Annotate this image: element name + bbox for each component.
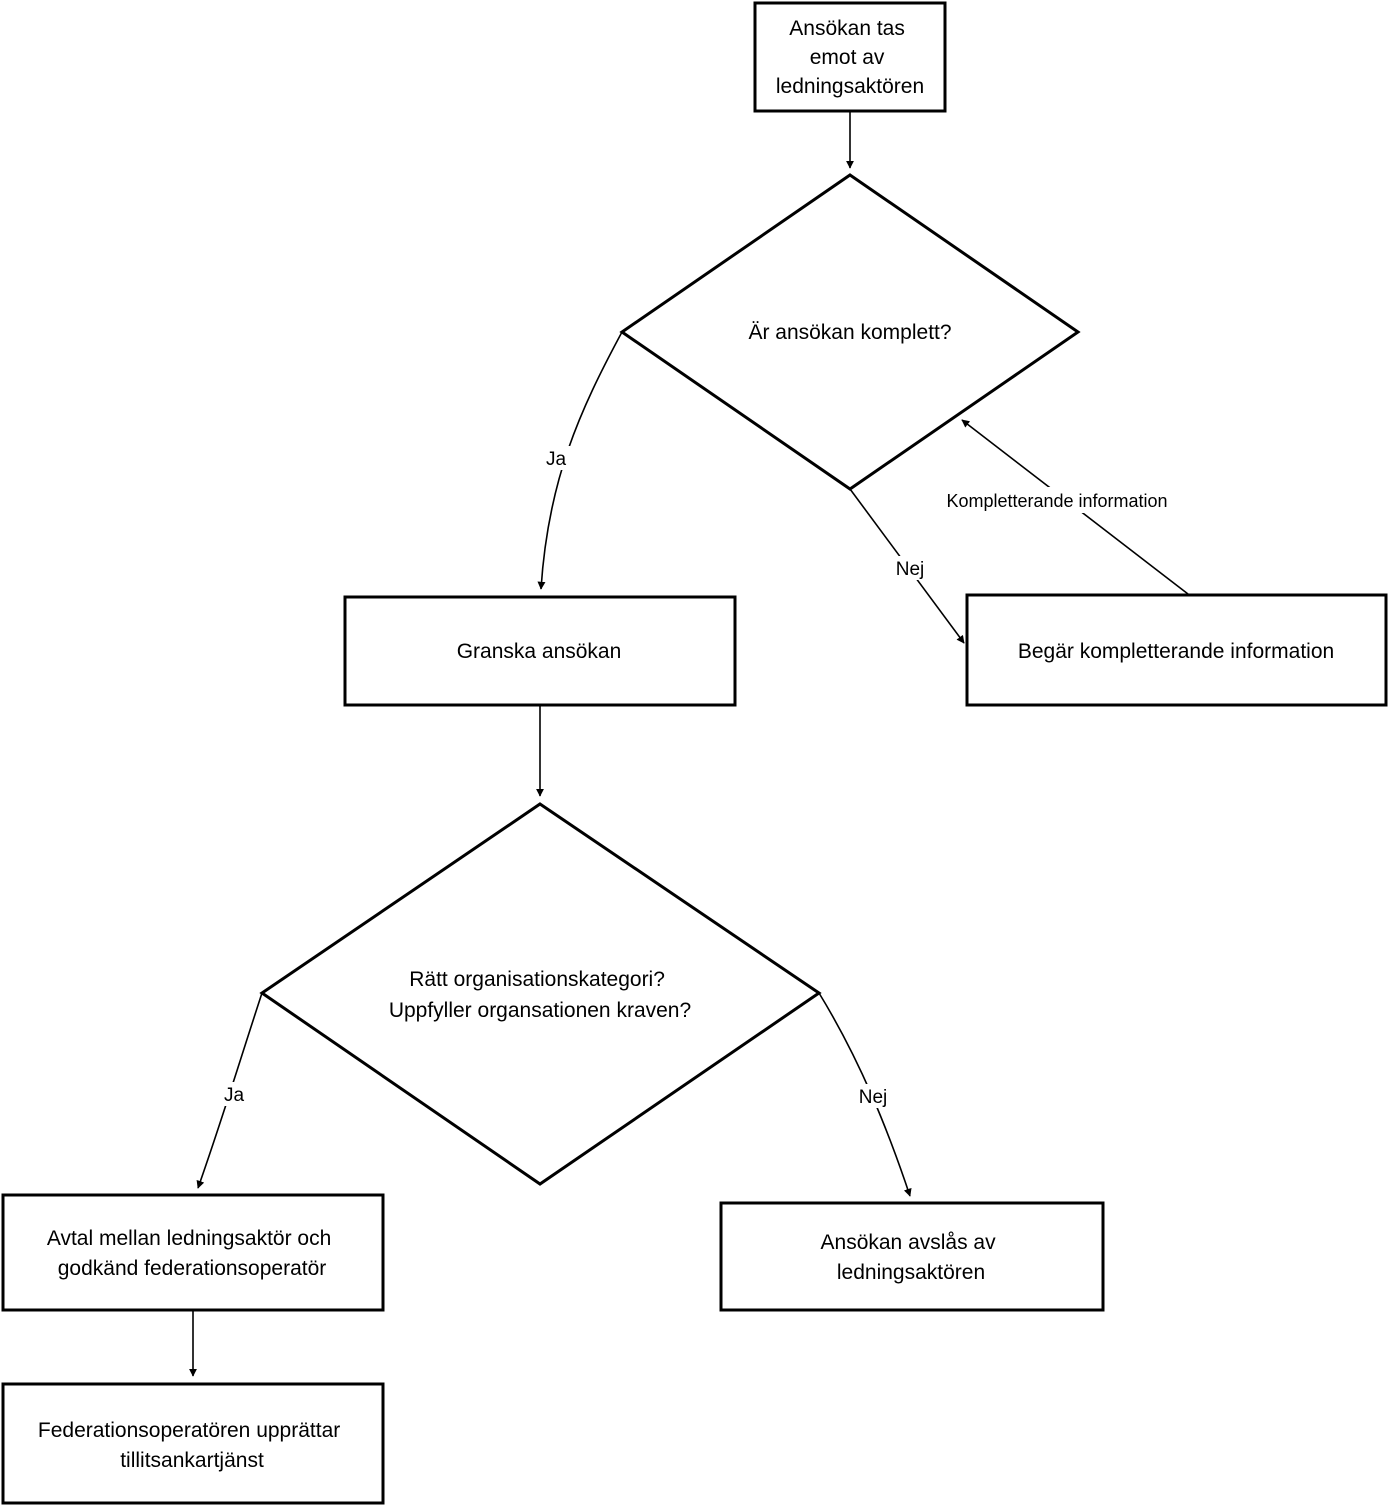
node-review: Granska ansökan <box>343 595 737 707</box>
node-label: Rätt organisationskategori? Uppfyller or… <box>389 968 691 1022</box>
edge-label-text: Ja <box>546 449 567 470</box>
edge-label-supplement: Kompletterande information <box>922 487 1192 513</box>
process-box <box>343 595 737 707</box>
label-line: emot av <box>810 46 885 69</box>
decision-diamond <box>259 802 822 1186</box>
node-agreement: Avtal mellan ledningsaktör och godkänd f… <box>1 1193 385 1312</box>
process-box <box>1 1193 385 1312</box>
label-line: Avtal mellan ledningsaktör och <box>47 1227 331 1250</box>
node-label: Är ansökan komplett? <box>748 321 951 344</box>
edge-label-category-no: Nej <box>853 1084 893 1108</box>
label-line: Uppfyller organsationen kraven? <box>389 999 691 1022</box>
label-line: ledningsaktören <box>776 75 924 98</box>
node-label: Ansökan tas emot av ledningsaktören <box>776 17 924 98</box>
edge-label-text: Nej <box>896 559 925 580</box>
edge-label-text: Kompletterande information <box>946 491 1167 511</box>
node-rejected: Ansökan avslås av ledningsaktören <box>719 1201 1105 1312</box>
process-box <box>965 593 1388 707</box>
process-box <box>719 1201 1105 1312</box>
label-line: godkänd federationsoperatör <box>58 1257 327 1280</box>
edge-label-text: Ja <box>224 1085 245 1106</box>
node-label: Federationsoperatören upprättar tillitsa… <box>38 1419 346 1472</box>
label-line: Begär kompletterande information <box>1018 640 1334 663</box>
label-line: Ansökan tas <box>789 17 905 40</box>
edge-labels: Ja Nej Kompletterande information Ja Nej <box>218 446 1192 1108</box>
label-line: Federationsoperatören upprättar <box>38 1419 340 1442</box>
edge-label-complete-no: Nej <box>890 556 930 580</box>
node-label: Ansökan avslås av ledningsaktören <box>821 1231 1002 1284</box>
node-receive: Ansökan tas emot av ledningsaktören <box>753 1 947 113</box>
node-label: Granska ansökan <box>457 640 622 663</box>
label-line: Ansökan avslås av <box>821 1231 997 1254</box>
node-complete-check: Är ansökan komplett? <box>619 173 1081 491</box>
edge-label-category-yes: Ja <box>218 1082 250 1106</box>
decision-diamond <box>619 173 1081 491</box>
edge-label-complete-yes: Ja <box>540 446 572 470</box>
node-request-info: Begär kompletterande information <box>965 593 1388 707</box>
label-line: Granska ansökan <box>457 640 622 663</box>
node-label: Avtal mellan ledningsaktör och godkänd f… <box>47 1227 337 1280</box>
edge-label-text: Nej <box>859 1087 888 1108</box>
label-line: ledningsaktören <box>837 1261 985 1284</box>
node-label: Begär kompletterande information <box>1018 640 1334 663</box>
process-box <box>753 1 947 113</box>
node-establish: Federationsoperatören upprättar tillitsa… <box>1 1382 385 1505</box>
label-line: tillitsankartjänst <box>120 1449 264 1472</box>
process-box <box>1 1382 385 1505</box>
label-line: Rätt organisationskategori? <box>409 968 665 991</box>
node-category-check: Rätt organisationskategori? Uppfyller or… <box>259 802 822 1186</box>
label-line: Är ansökan komplett? <box>748 321 951 344</box>
